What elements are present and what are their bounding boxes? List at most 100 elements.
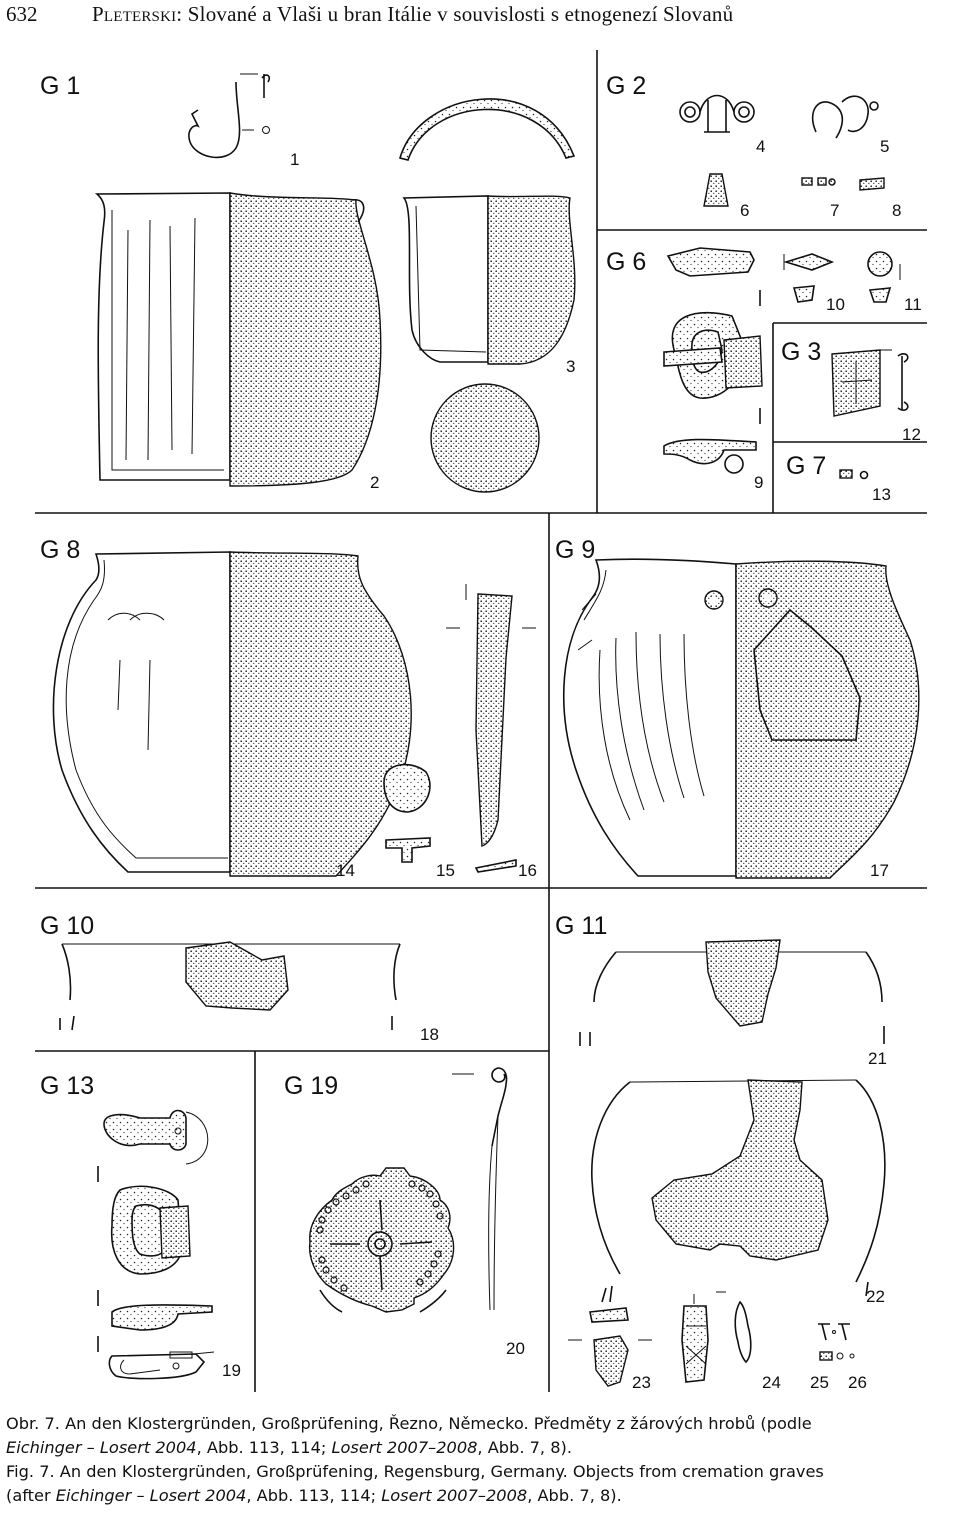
caption-czech-mid: , Abb. 113, 114; bbox=[196, 1438, 332, 1457]
object-number-9: 9 bbox=[754, 473, 763, 492]
object-number-5: 5 bbox=[880, 137, 889, 156]
grave-label-g13: G 13 bbox=[40, 1072, 94, 1100]
bracelet-arc-drawing bbox=[398, 98, 576, 161]
grave-label-g19: G 19 bbox=[284, 1072, 338, 1100]
running-title: Pleterski: Slované a Vlaši u bran Itálie… bbox=[92, 2, 733, 27]
grave-g1-panel: G 1 1 2 3 bbox=[40, 72, 576, 493]
pot-14-profile bbox=[52, 551, 231, 873]
object-number-26: 26 bbox=[848, 1373, 867, 1392]
figure-plate: G 1 1 2 3 G 2 4 5 bbox=[35, 50, 927, 1392]
caption-czech-end: , Abb. 7, 8). bbox=[477, 1438, 572, 1457]
buckle-tongue-19 bbox=[103, 1109, 187, 1151]
pot-17-hole bbox=[753, 608, 861, 741]
caption-english-end: , Abb. 7, 8). bbox=[527, 1486, 622, 1505]
grave-g10-panel: G 10 18 bbox=[40, 912, 439, 1044]
small-finds-7 bbox=[801, 177, 836, 186]
object-number-16: 16 bbox=[518, 861, 537, 880]
rivets-25 bbox=[818, 1323, 850, 1341]
pot-3-profile bbox=[402, 195, 489, 363]
grave-label-g2: G 2 bbox=[606, 72, 646, 100]
caption-english-ref1: Eichinger – Losert 2004 bbox=[55, 1486, 247, 1505]
article-title: Slované a Vlaši u bran Itálie v souvislo… bbox=[187, 2, 734, 26]
knife-16 bbox=[475, 593, 513, 847]
caption-english-lead: Fig. 7. An den Klostergründen, Großprüfe… bbox=[6, 1462, 824, 1481]
object-number-20: 20 bbox=[506, 1339, 525, 1358]
object-number-11: 11 bbox=[904, 295, 922, 314]
object-number-19: 19 bbox=[222, 1361, 241, 1380]
pot-3-surface bbox=[487, 195, 576, 365]
object-number-7: 7 bbox=[830, 201, 839, 220]
caption-english-ref2: Losert 2007–2008 bbox=[381, 1486, 528, 1505]
caption-czech-ref2: Losert 2007–2008 bbox=[331, 1438, 478, 1457]
grave-label-g3: G 3 bbox=[781, 338, 821, 366]
iron-hook-drawing bbox=[188, 81, 241, 159]
caption-english: Fig. 7. An den Klostergründen, Großprüfe… bbox=[6, 1460, 958, 1508]
temple-ring-4 bbox=[679, 94, 755, 133]
object-number-22: 22 bbox=[866, 1287, 885, 1306]
grave-g11-panel: G 11 21 22 23 24 25 26 bbox=[555, 912, 887, 1392]
object-number-3: 3 bbox=[566, 357, 575, 376]
caption-czech-ref1: Eichinger – Losert 2004 bbox=[6, 1438, 197, 1457]
pin-20 bbox=[491, 1067, 508, 1147]
object-number-6: 6 bbox=[740, 201, 749, 220]
page-number: 632 bbox=[6, 2, 38, 26]
bead-6 bbox=[703, 173, 729, 207]
object-number-4: 4 bbox=[756, 137, 765, 156]
author-name: Pleterski: bbox=[92, 2, 183, 26]
grave-label-g8: G 8 bbox=[40, 536, 80, 564]
object-number-18: 18 bbox=[420, 1025, 439, 1044]
object-number-8: 8 bbox=[892, 201, 901, 220]
grave-label-g11: G 11 bbox=[555, 912, 607, 940]
pot-2-surface bbox=[229, 192, 382, 487]
pot-22-profile bbox=[591, 1079, 886, 1283]
grave-label-g1: G 1 bbox=[40, 72, 80, 100]
small-find-8 bbox=[859, 177, 885, 191]
grave-g2-panel: G 2 4 5 6 7 8 bbox=[606, 72, 901, 220]
pot-3-base bbox=[430, 383, 540, 493]
caption-english-pre: (after bbox=[6, 1486, 56, 1505]
grave-label-g6: G 6 bbox=[606, 248, 646, 276]
spindle-whorl-15 bbox=[383, 763, 431, 813]
object-number-21: 21 bbox=[868, 1049, 887, 1068]
grave-label-g10: G 10 bbox=[40, 912, 94, 940]
grave-g13-panel: G 13 19 bbox=[40, 1072, 241, 1380]
buckle-9-profile bbox=[663, 438, 757, 465]
object-number-17: 17 bbox=[870, 861, 889, 880]
grave-g8-panel: G 8 14 15 16 bbox=[40, 536, 537, 880]
small-find-13 bbox=[839, 469, 853, 479]
object-number-1: 1 bbox=[290, 150, 299, 169]
caption-english-mid: , Abb. 113, 114; bbox=[246, 1486, 382, 1505]
caption-czech: Obr. 7. An den Klostergründen, Großprüfe… bbox=[6, 1412, 958, 1460]
rivet-11 bbox=[867, 251, 893, 277]
temple-ring-5 bbox=[811, 95, 879, 139]
figure-caption: Obr. 7. An den Klostergründen, Großprüfe… bbox=[6, 1412, 958, 1508]
grave-g19-panel: G 19 20 bbox=[284, 1067, 525, 1358]
grave-g3-panel: G 3 12 bbox=[781, 338, 921, 444]
object-number-15: 15 bbox=[436, 861, 455, 880]
grave-label-g7: G 7 bbox=[786, 452, 826, 480]
grave-g7-panel: G 7 13 bbox=[786, 452, 891, 504]
grave-label-g9: G 9 bbox=[555, 536, 595, 564]
grave-g9-panel: G 9 17 bbox=[555, 536, 920, 880]
needle-24 bbox=[734, 1300, 752, 1364]
grave-g6-panel: G 6 9 10 11 bbox=[606, 247, 922, 492]
object-number-12: 12 bbox=[902, 425, 921, 444]
object-number-2: 2 bbox=[370, 473, 379, 492]
pot-2-profile bbox=[94, 192, 231, 481]
running-header: 632 Pleterski: Slované a Vlaši u bran It… bbox=[0, 0, 960, 36]
object-number-13: 13 bbox=[872, 485, 891, 504]
rim-sherd-18-profile bbox=[61, 943, 401, 1001]
pot-14-surface bbox=[229, 551, 412, 877]
pot-22-sherds bbox=[651, 1079, 829, 1261]
pot-17-surface bbox=[735, 560, 920, 879]
object-number-10: 10 bbox=[826, 295, 845, 314]
arrowhead-10 bbox=[783, 253, 835, 271]
strap-end-drawing bbox=[666, 247, 755, 277]
buckle-19-profile bbox=[111, 1304, 213, 1331]
small-find-26 bbox=[819, 1351, 833, 1361]
caption-czech-lead: Obr. 7. An den Klostergründen, Großprüfe… bbox=[6, 1414, 812, 1433]
pot-21-rim-sherd bbox=[705, 939, 781, 1027]
object-number-14: 14 bbox=[336, 861, 355, 880]
object-number-23: 23 bbox=[632, 1373, 651, 1392]
object-number-25: 25 bbox=[810, 1373, 829, 1392]
